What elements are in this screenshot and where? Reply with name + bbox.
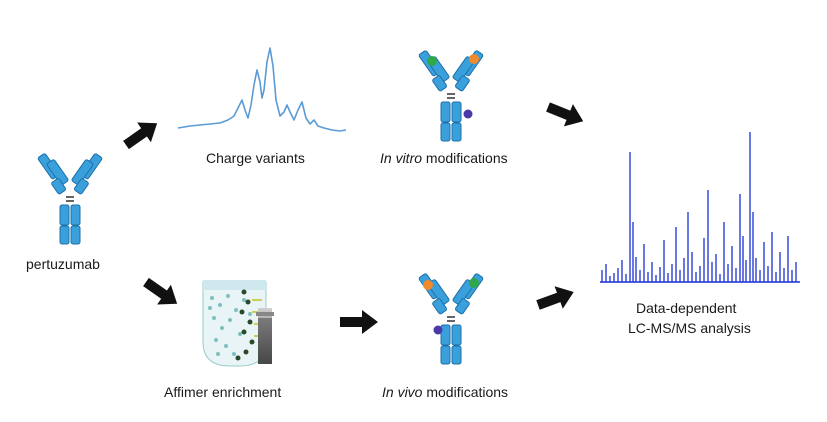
in-vivo-label: In vivo modifications — [382, 384, 509, 400]
arrow-icon — [533, 280, 578, 317]
pertuzumab-label: pertuzumab — [26, 256, 100, 272]
antibody-icon — [417, 272, 485, 365]
mass-spectrum-icon — [600, 132, 800, 283]
antibody-icon — [417, 49, 485, 142]
arrow-icon — [119, 113, 165, 155]
in-vitro-label: In vitro modifications — [380, 150, 508, 166]
affimer-enrichment-label: Affimer enrichment — [164, 384, 282, 400]
chromatogram-icon — [177, 47, 347, 132]
antibody-icon — [36, 152, 104, 245]
data-dependent-label: Data-dependent — [636, 300, 737, 316]
charge-variants-label: Charge variants — [206, 150, 305, 166]
arrow-icon — [340, 310, 378, 334]
affimer-tube-icon — [202, 280, 274, 367]
arrow-icon — [543, 95, 588, 133]
arrow-icon — [139, 272, 185, 314]
lcmsms-label: LC-MS/MS analysis — [628, 320, 751, 336]
